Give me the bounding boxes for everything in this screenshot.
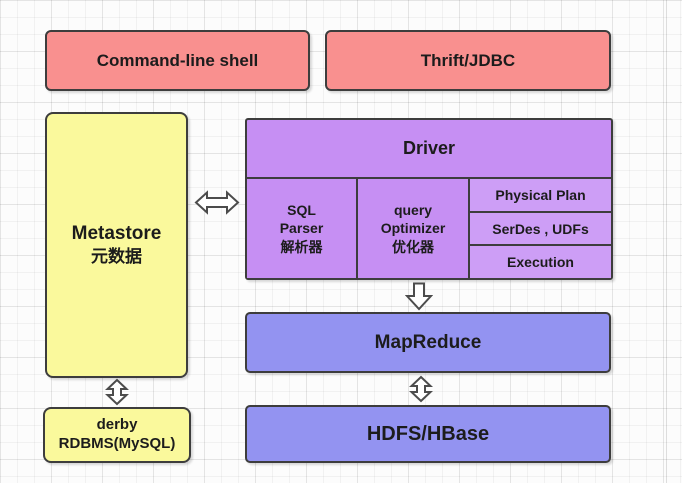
node-execution: Execution [470, 244, 611, 279]
query-optimizer-line1: query [393, 202, 433, 219]
thrift-jdbc-label: Thrift/JDBC [420, 50, 516, 70]
serdes-udfs-label: SerDes , UDFs [492, 220, 589, 237]
node-sql-parser: SQL Parser 解析器 [247, 179, 358, 278]
node-command-line-shell: Command-line shell [45, 30, 310, 91]
metastore-driver-double-arrow-icon [194, 190, 240, 215]
grid-major-line [666, 0, 667, 483]
node-mapreduce: MapReduce [245, 312, 611, 373]
node-hdfs-hbase: HDFS/HBase [245, 405, 611, 463]
metastore-label: Metastore [71, 223, 162, 245]
sql-parser-line3: 解析器 [280, 238, 323, 255]
derby-line2: RDBMS(MySQL) [58, 435, 176, 452]
node-driver: Driver SQL Parser 解析器 query Optimizer 优化… [245, 118, 613, 280]
node-metastore: Metastore 元数据 [45, 112, 188, 378]
query-optimizer-line3: 优化器 [392, 238, 434, 255]
mapreduce-hdfs-double-arrow-icon [409, 375, 433, 403]
mapreduce-label: MapReduce [374, 331, 482, 353]
sql-parser-line1: SQL [287, 202, 316, 219]
driver-right-column: Physical Plan SerDes , UDFs Execution [470, 179, 611, 279]
driver-title: Driver [247, 120, 611, 179]
metastore-label-cn: 元数据 [91, 246, 142, 266]
command-line-shell-label: Command-line shell [96, 50, 259, 70]
node-physical-plan: Physical Plan [470, 179, 611, 211]
physical-plan-label: Physical Plan [495, 186, 586, 203]
driver-mapreduce-down-arrow-icon [405, 282, 433, 311]
sql-parser-line2: Parser [279, 220, 324, 237]
execution-label: Execution [507, 254, 574, 271]
node-query-optimizer: query Optimizer 优化器 [358, 179, 470, 278]
node-thrift-jdbc: Thrift/JDBC [325, 30, 611, 91]
driver-body: SQL Parser 解析器 query Optimizer 优化器 Physi… [247, 179, 611, 279]
derby-line1: derby [96, 416, 138, 434]
hdfs-hbase-label: HDFS/HBase [366, 422, 490, 445]
metastore-derby-double-arrow-icon [105, 378, 129, 406]
node-derby-rdbms: derby RDBMS(MySQL) [43, 407, 191, 463]
query-optimizer-line2: Optimizer [380, 220, 446, 237]
node-serdes-udfs: SerDes , UDFs [470, 210, 611, 245]
